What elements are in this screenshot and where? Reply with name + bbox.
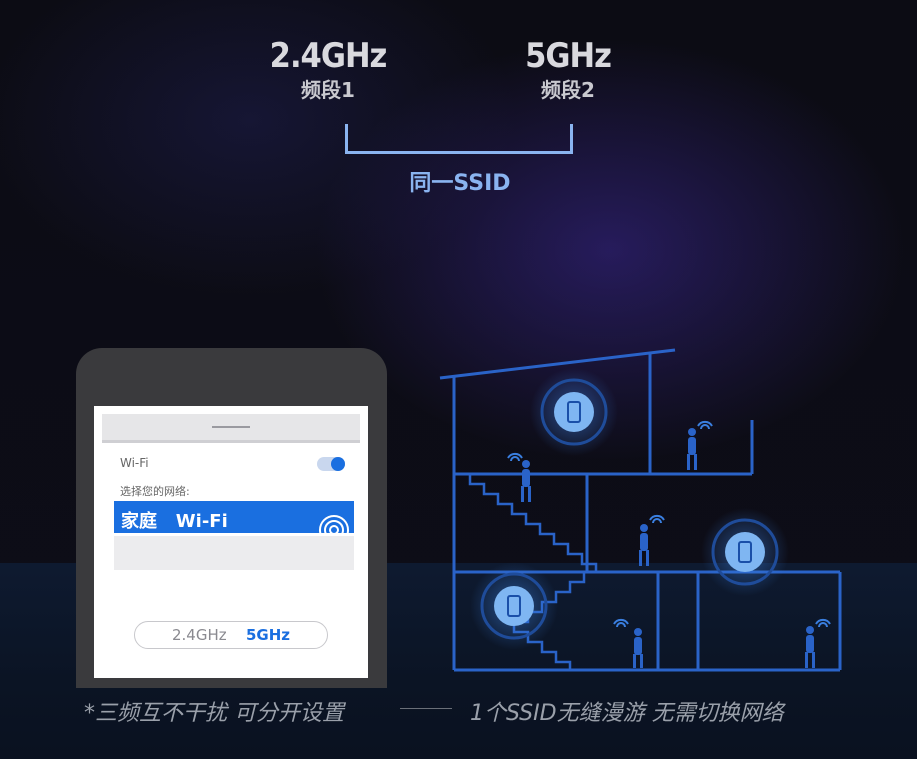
- band-selector[interactable]: [134, 621, 328, 649]
- person-icon: [639, 524, 649, 566]
- wifi-title: Wi-Fi: [120, 456, 149, 470]
- band-option-24ghz[interactable]: 2.4GHz: [172, 626, 227, 644]
- router-top: [530, 368, 618, 456]
- band-2: 5GHz 频段2: [508, 36, 628, 104]
- network-row-empty[interactable]: [114, 536, 354, 570]
- band-1: 2.4GHz 频段1: [268, 36, 388, 104]
- caption-left: *三频互不干扰 可分开设置: [84, 701, 344, 726]
- ssid-label: 同一SSID: [409, 171, 511, 196]
- wifi-toggle[interactable]: [317, 457, 345, 471]
- ssid-bracket: [345, 124, 573, 154]
- band-option-5ghz[interactable]: 5GHz: [246, 626, 291, 644]
- band-1-frequency: 2.4GHz: [269, 36, 388, 76]
- toggle-knob: [331, 457, 345, 471]
- network-name: 家庭 Wi-Fi: [121, 511, 228, 532]
- person-icon: [687, 428, 697, 470]
- staircase-upper: [468, 474, 598, 572]
- wifi-signal-marks: [507, 420, 831, 628]
- person-icon: [805, 626, 815, 668]
- caption-divider: [400, 708, 452, 709]
- person-icon: [633, 628, 643, 668]
- house-illustration: [439, 348, 842, 672]
- band-1-label: 频段1: [301, 78, 355, 102]
- person-icon: [521, 460, 531, 502]
- screen-handle: [212, 426, 250, 428]
- people-figures: [521, 428, 815, 668]
- band-2-label: 频段2: [541, 78, 595, 102]
- band-2-frequency: 5GHz: [525, 36, 612, 76]
- choose-network-label: 选择您的网络:: [120, 485, 190, 498]
- router-bottom: [470, 562, 558, 650]
- wifi-signal-icon: [316, 508, 352, 533]
- screen-status-bar: [102, 414, 360, 443]
- network-row-selected[interactable]: [114, 501, 354, 533]
- caption-right: 1个SSID无缝漫游 无需切换网络: [470, 701, 784, 726]
- router-right: [701, 508, 789, 596]
